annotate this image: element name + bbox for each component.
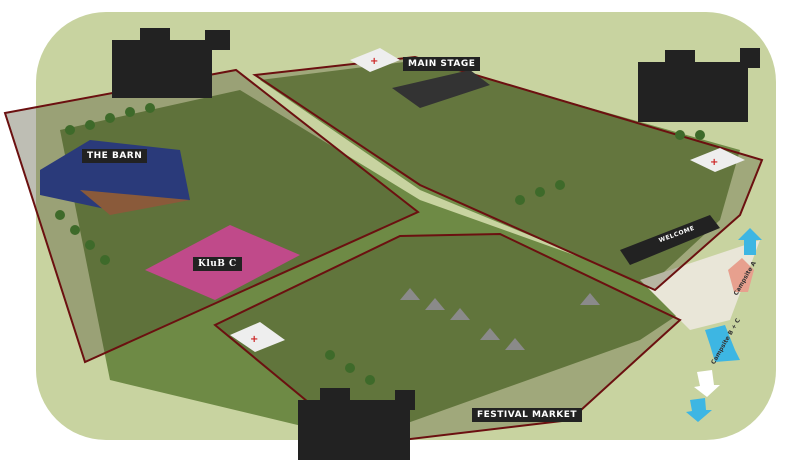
barn-floor: [80, 190, 190, 215]
svg-text:+: +: [250, 334, 258, 345]
grass-field: [60, 90, 700, 440]
main-stage-structure[interactable]: [392, 70, 490, 108]
main-field: [260, 60, 740, 285]
main-stage-label: MAIN STAGE: [403, 57, 481, 71]
the-barn-tent[interactable]: [40, 140, 190, 210]
market-tents: [400, 288, 600, 350]
svg-text:+: +: [710, 157, 718, 168]
generator-icon: [112, 28, 760, 460]
klub-c-label: KluB C: [193, 257, 242, 271]
svg-text:+: +: [370, 56, 378, 67]
info-arrow-sign[interactable]: [738, 228, 762, 255]
info-arrow-sign[interactable]: [686, 398, 712, 422]
medical-arrow-sign[interactable]: [694, 370, 720, 397]
road: [640, 240, 760, 330]
campsite-a-arrow-sign[interactable]: [728, 258, 754, 292]
campsite-bc-arrow-sign[interactable]: [705, 325, 740, 362]
trees: [55, 103, 705, 385]
the-barn-label: THE BARN: [82, 149, 148, 163]
festival-market-label: FESTIVAL MARKET: [472, 408, 583, 422]
medical-tent-icon: + + +: [230, 48, 745, 352]
